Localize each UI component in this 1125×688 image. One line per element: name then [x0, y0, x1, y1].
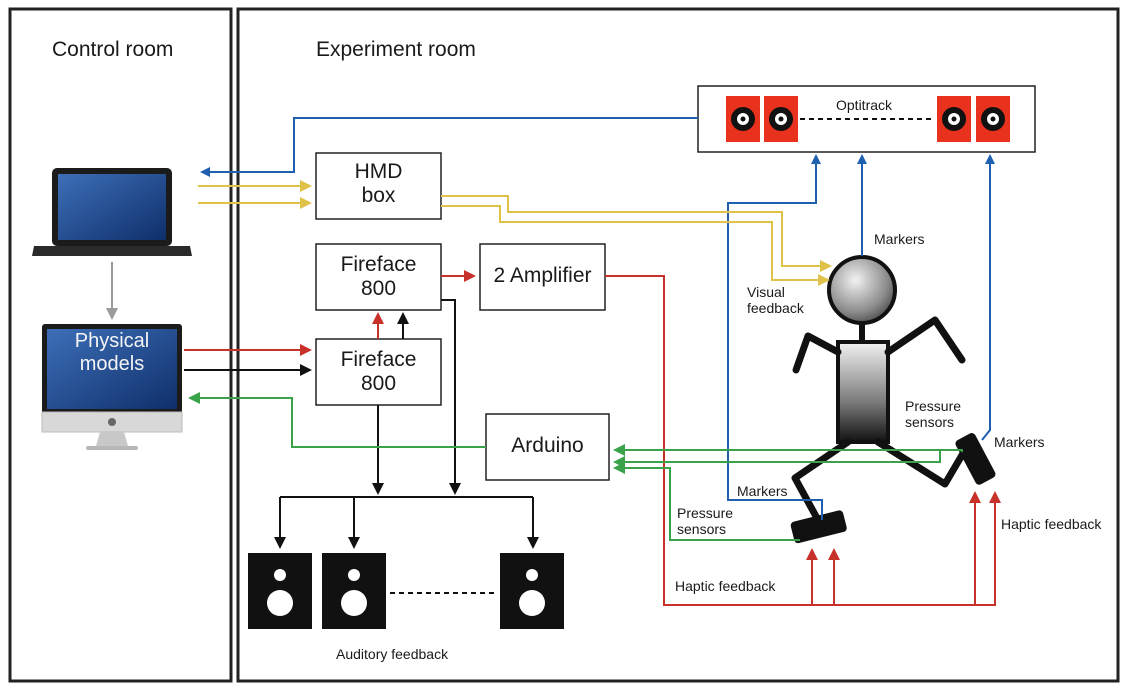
- control-room-frame: [8, 7, 233, 683]
- experiment-room-frame: [236, 7, 1120, 683]
- markers-head-label: Markers: [874, 231, 925, 247]
- arduino-label: Arduino: [511, 434, 584, 457]
- camera-icon: [726, 96, 760, 142]
- markers-hand-label: Markers: [737, 483, 788, 499]
- markers-foot-label: Markers: [994, 434, 1045, 450]
- optitrack-label: Optitrack: [836, 97, 893, 113]
- camera-icon: [764, 96, 798, 142]
- imac-icon: [41, 324, 183, 450]
- fireface-bottom-shape: [315, 338, 442, 406]
- camera-icon: [937, 96, 971, 142]
- hmd-box-shape: [315, 152, 442, 220]
- speaker-icon: [248, 553, 312, 629]
- optitrack-bar: [697, 85, 1036, 153]
- user-figure: [790, 255, 996, 544]
- laptop-icon: [32, 168, 192, 256]
- speaker-icon: [322, 553, 386, 629]
- amplifier-label: 2 Amplifier: [493, 264, 592, 287]
- camera-icon: [976, 96, 1010, 142]
- experiment-room-title: Experiment room: [316, 38, 476, 61]
- speaker-icon: [500, 553, 564, 629]
- arduino-shape: [485, 413, 610, 481]
- control-room-title: Control room: [52, 38, 174, 61]
- amplifier-shape: [479, 243, 606, 311]
- haptic-feedback-right-label: Haptic feedback: [1001, 516, 1102, 532]
- auditory-feedback-label: Auditory feedback: [336, 646, 449, 662]
- haptic-feedback-bottom-label: Haptic feedback: [675, 578, 776, 594]
